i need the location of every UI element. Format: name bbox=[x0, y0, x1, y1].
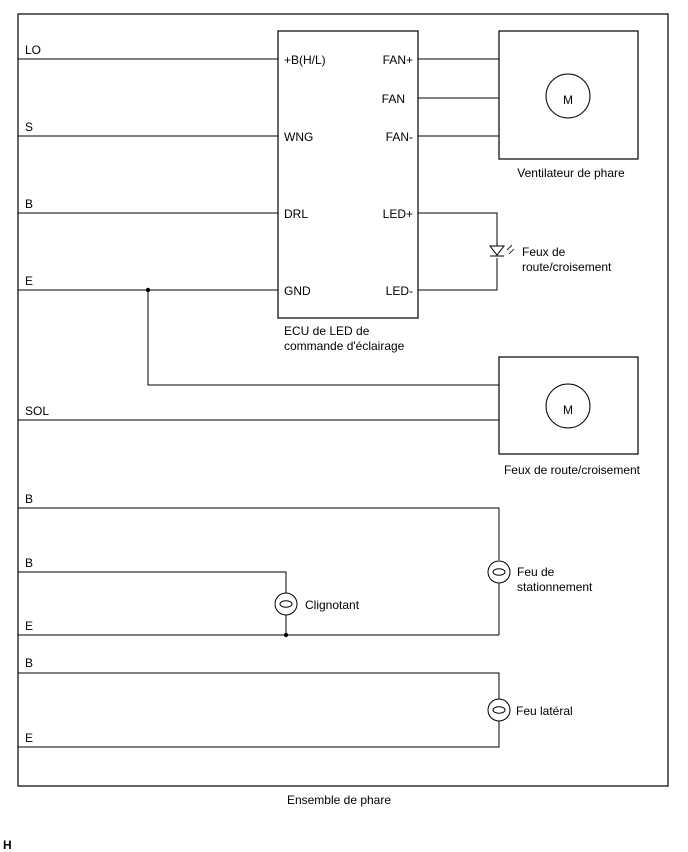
led-caption-line1: Feux de bbox=[522, 245, 566, 259]
turn-signal-label: Clignotant bbox=[305, 598, 360, 612]
pin-fan-plus: FAN+ bbox=[383, 53, 413, 67]
turn-ground-junction bbox=[283, 632, 289, 638]
ecu-caption-line2: commande d'éclairage bbox=[284, 339, 405, 353]
ecu-box bbox=[277, 30, 419, 319]
pin-fan: FAN bbox=[382, 92, 405, 106]
assembly-caption: Ensemble de phare bbox=[287, 793, 391, 807]
hi-lo-motor-caption: Feux de route/croisement bbox=[504, 463, 641, 477]
label-b2: B bbox=[25, 492, 33, 506]
turn-signal-bulb-icon bbox=[274, 592, 298, 616]
fan-motor-icon bbox=[545, 73, 591, 119]
ecu-caption-line1: ECU de LED de bbox=[284, 324, 370, 338]
pin-led-plus: LED+ bbox=[383, 207, 413, 221]
wire-led-minus bbox=[418, 258, 498, 291]
wire-b-side bbox=[18, 672, 500, 699]
side-light-label: Feu latéral bbox=[516, 704, 573, 718]
side-light-bulb-icon bbox=[487, 698, 511, 722]
fan-motor-box bbox=[498, 30, 639, 160]
led-icon bbox=[488, 244, 515, 257]
hi-lo-motor-icon bbox=[545, 383, 591, 429]
corner-mark: H bbox=[3, 838, 12, 852]
wire-e-side bbox=[18, 721, 500, 748]
label-b4: B bbox=[25, 656, 33, 670]
label-sol: SOL bbox=[25, 404, 49, 418]
pin-drl: DRL bbox=[284, 207, 308, 221]
fan-motor-caption: Ventilateur de phare bbox=[517, 166, 625, 180]
label-b1: B bbox=[25, 197, 33, 211]
wire-b-parking bbox=[18, 507, 500, 560]
parking-bulb-icon bbox=[487, 560, 511, 584]
led-caption-line2: route/croisement bbox=[522, 260, 612, 274]
pin-led-minus: LED- bbox=[386, 284, 413, 298]
pin-gnd: GND bbox=[284, 284, 311, 298]
label-lo: LO bbox=[25, 43, 41, 57]
pin-b-hl: +B(H/L) bbox=[284, 53, 326, 67]
parking-label-line1: Feu de bbox=[517, 565, 555, 579]
pin-wng: WNG bbox=[284, 130, 313, 144]
wire-led-plus bbox=[418, 212, 498, 246]
wire-ground-motor bbox=[147, 290, 499, 386]
hi-lo-motor-symbol: M bbox=[563, 403, 573, 417]
wire-b-turn bbox=[18, 571, 287, 593]
parking-label-line2: stationnement bbox=[517, 580, 593, 594]
label-s: S bbox=[25, 120, 33, 134]
label-e1: E bbox=[25, 274, 33, 288]
label-b3: B bbox=[25, 556, 33, 570]
label-e3: E bbox=[25, 731, 33, 745]
fan-motor-symbol: M bbox=[563, 93, 573, 107]
hi-lo-motor-box bbox=[498, 356, 639, 455]
pin-fan-minus: FAN- bbox=[386, 130, 413, 144]
label-e2: E bbox=[25, 619, 33, 633]
